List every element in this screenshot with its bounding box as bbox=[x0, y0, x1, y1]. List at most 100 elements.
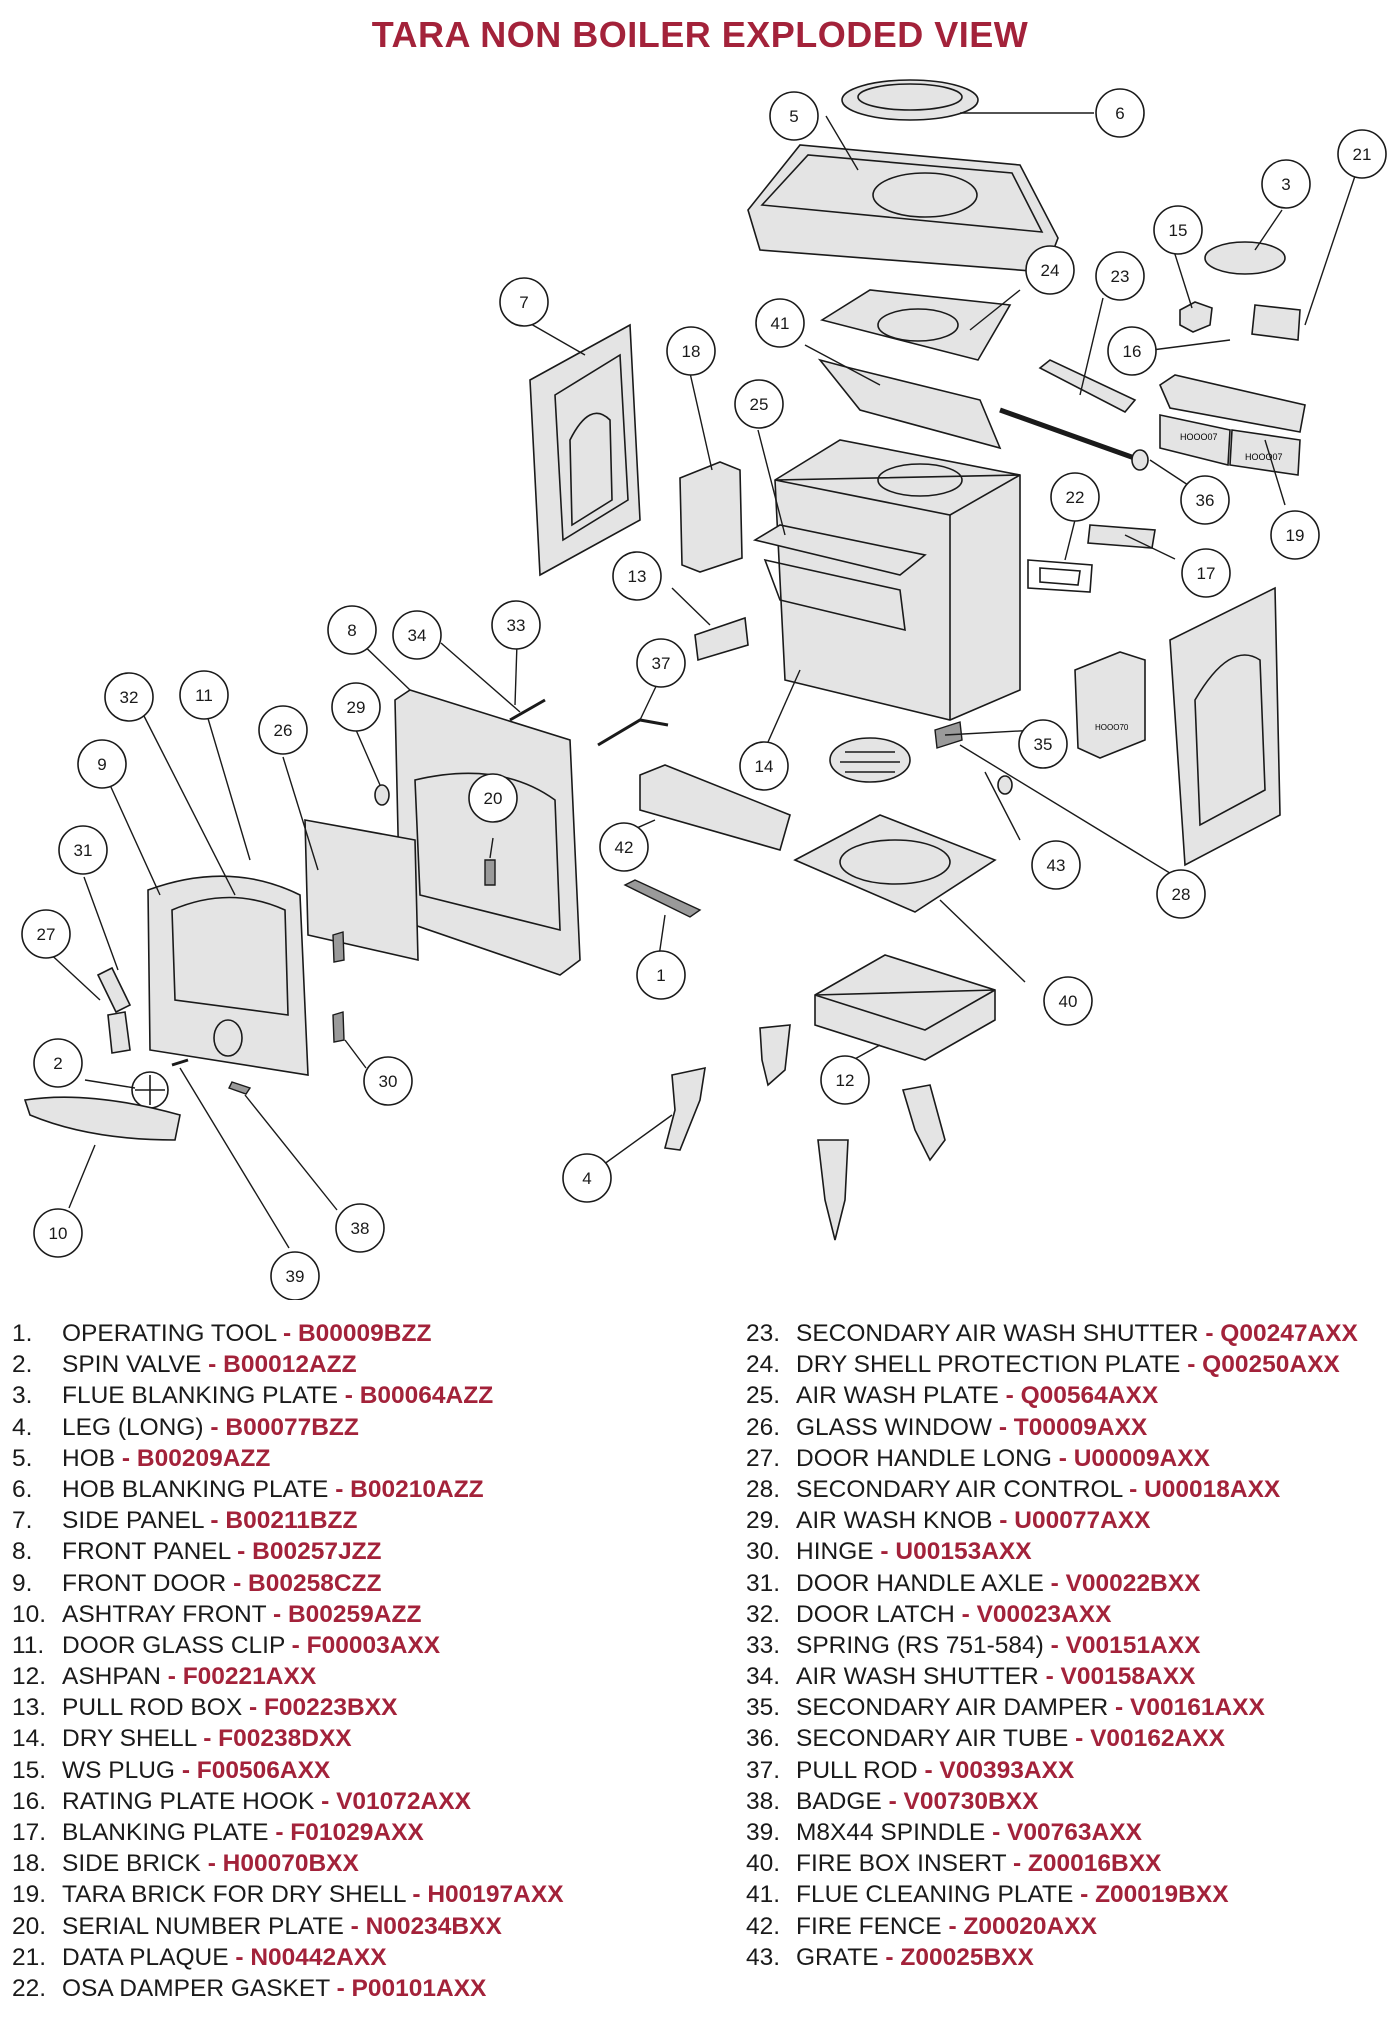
part-name: BLANKING PLATE bbox=[62, 1819, 269, 1846]
callout-11: 11 bbox=[179, 670, 229, 720]
callout-23: 23 bbox=[1095, 251, 1145, 301]
part-number: 31. bbox=[746, 1569, 781, 1597]
callout-label: 10 bbox=[49, 1224, 68, 1243]
callout-label: 34 bbox=[408, 626, 427, 645]
callout-label: 8 bbox=[347, 621, 356, 640]
pull-rod-box-shape bbox=[694, 616, 749, 662]
part-code: - F00223BXX bbox=[249, 1694, 398, 1722]
part-row: 19.TARA BRICK FOR DRY SHELL - H00197AXX bbox=[12, 1879, 564, 1910]
part-name: AIR WASH SHUTTER bbox=[796, 1663, 1039, 1691]
callout-label: 5 bbox=[789, 107, 798, 126]
part-number: 29. bbox=[746, 1507, 781, 1535]
part-name: SIDE PANEL bbox=[62, 1507, 204, 1535]
part-name: M8X44 SPINDLE bbox=[796, 1819, 986, 1846]
part-code: - B00064AZZ bbox=[344, 1382, 494, 1410]
callout-label: 36 bbox=[1196, 491, 1215, 510]
part-code: - B00009BZZ bbox=[283, 1320, 432, 1347]
part-code: - B00209AZZ bbox=[121, 1444, 271, 1472]
part-number: 41. bbox=[746, 1881, 781, 1909]
callout-label: 25 bbox=[750, 395, 769, 414]
part-number: 30. bbox=[746, 1538, 781, 1566]
part-number: 16. bbox=[12, 1787, 47, 1815]
callout-label: 24 bbox=[1041, 261, 1060, 280]
callout-label: 39 bbox=[286, 1267, 305, 1286]
side-brick-right-shape bbox=[1074, 651, 1146, 759]
callout-label: 9 bbox=[97, 755, 106, 774]
callout-4: 4 bbox=[562, 1153, 612, 1203]
part-number: 43. bbox=[746, 1943, 781, 1971]
part-row: 40.FIRE BOX INSERT - Z00016BXX bbox=[746, 1848, 1358, 1879]
part-row: 9.FRONT DOOR - B00258CZZ bbox=[12, 1568, 564, 1599]
part-code: - Z00019BXX bbox=[1080, 1881, 1229, 1909]
callout-label: 37 bbox=[652, 654, 671, 673]
part-code: - Z00025BXX bbox=[885, 1943, 1034, 1971]
part-number: 14. bbox=[12, 1725, 47, 1753]
part-number: 26. bbox=[746, 1413, 781, 1441]
part-row: 42.FIRE FENCE - Z00020AXX bbox=[746, 1911, 1358, 1942]
secondary-air-tube-shape bbox=[999, 407, 1149, 471]
part-name: DOOR LATCH bbox=[796, 1600, 955, 1628]
part-name: ASHPAN bbox=[62, 1663, 161, 1691]
part-number: 35. bbox=[746, 1694, 781, 1722]
part-code: - F00003AXX bbox=[291, 1631, 441, 1659]
callout-32: 32 bbox=[104, 672, 154, 722]
part-code: - N00234BXX bbox=[350, 1912, 502, 1940]
osa-plug-shape bbox=[997, 775, 1013, 795]
callout-39: 39 bbox=[270, 1251, 320, 1300]
spindle-shape bbox=[171, 1058, 189, 1067]
part-row: 11.DOOR GLASS CLIP - F00003AXX bbox=[12, 1630, 564, 1661]
callout-27: 27 bbox=[21, 909, 71, 959]
part-name: SECONDARY AIR DAMPER bbox=[796, 1694, 1109, 1722]
part-name: FLUE BLANKING PLATE bbox=[62, 1382, 338, 1410]
callout-label: 4 bbox=[582, 1169, 591, 1188]
parts-list-right: 23.SECONDARY AIR WASH SHUTTER - Q00247AX… bbox=[746, 1318, 1358, 1973]
part-row: 8.FRONT PANEL - B00257JZZ bbox=[12, 1536, 564, 1567]
ashpan-shape bbox=[814, 954, 996, 1061]
part-code: - F00221AXX bbox=[167, 1663, 317, 1691]
part-number: 40. bbox=[746, 1850, 781, 1878]
part-row: 39.M8X44 SPINDLE - V00763AXX bbox=[746, 1817, 1358, 1848]
callout-29: 29 bbox=[331, 682, 381, 732]
callout-label: 2 bbox=[53, 1054, 62, 1073]
part-row: 29.AIR WASH KNOB - U00077AXX bbox=[746, 1505, 1358, 1536]
callout-label: 7 bbox=[519, 293, 528, 312]
part-row: 20.SERIAL NUMBER PLATE - N00234BXX bbox=[12, 1911, 564, 1942]
part-row: 30.HINGE - U00153AXX bbox=[746, 1536, 1358, 1567]
callout-25: 25 bbox=[734, 379, 784, 429]
part-code: - V00162AXX bbox=[1075, 1725, 1225, 1753]
hinge-shape bbox=[332, 931, 345, 1043]
brick-stamp-3: HOOO70 bbox=[1095, 723, 1129, 732]
part-code: - B00012AZZ bbox=[208, 1351, 357, 1379]
callout-15: 15 bbox=[1153, 205, 1203, 255]
callout-42: 42 bbox=[599, 822, 649, 872]
callout-label: 15 bbox=[1169, 221, 1188, 240]
part-name: OSA DAMPER GASKET bbox=[62, 1974, 330, 2002]
flue-blanking-plate-shape bbox=[1204, 241, 1286, 275]
air-wash-knob-shape bbox=[374, 784, 390, 806]
part-name: FIRE FENCE bbox=[796, 1912, 942, 1940]
part-name: BADGE bbox=[796, 1787, 882, 1815]
part-name: ASHTRAY FRONT bbox=[62, 1600, 267, 1628]
fire-fence-shape bbox=[639, 764, 791, 851]
callout-7: 7 bbox=[499, 277, 549, 327]
callout-2: 2 bbox=[33, 1038, 83, 1088]
callout-label: 20 bbox=[484, 789, 503, 808]
part-code: - N00442AXX bbox=[235, 1943, 387, 1971]
part-row: 32.DOOR LATCH - V00023AXX bbox=[746, 1599, 1358, 1630]
badge-shape bbox=[228, 1081, 252, 1095]
part-number: 38. bbox=[746, 1787, 781, 1815]
part-name: FLUE CLEANING PLATE bbox=[796, 1881, 1074, 1909]
part-number: 24. bbox=[746, 1351, 781, 1379]
part-name: SPRING (RS 751-584) bbox=[796, 1631, 1044, 1659]
part-number: 42. bbox=[746, 1912, 781, 1940]
part-name: AIR WASH PLATE bbox=[796, 1382, 999, 1410]
part-row: 15.WS PLUG - F00506AXX bbox=[12, 1755, 564, 1786]
callout-13: 13 bbox=[612, 551, 662, 601]
callout-5: 5 bbox=[769, 91, 819, 141]
part-code: - V00161AXX bbox=[1115, 1694, 1265, 1722]
part-code: - V00763AXX bbox=[992, 1819, 1142, 1846]
front-panel-shape bbox=[394, 689, 581, 976]
callout-21: 21 bbox=[1337, 129, 1387, 179]
part-code: - B00258CZZ bbox=[233, 1569, 382, 1597]
